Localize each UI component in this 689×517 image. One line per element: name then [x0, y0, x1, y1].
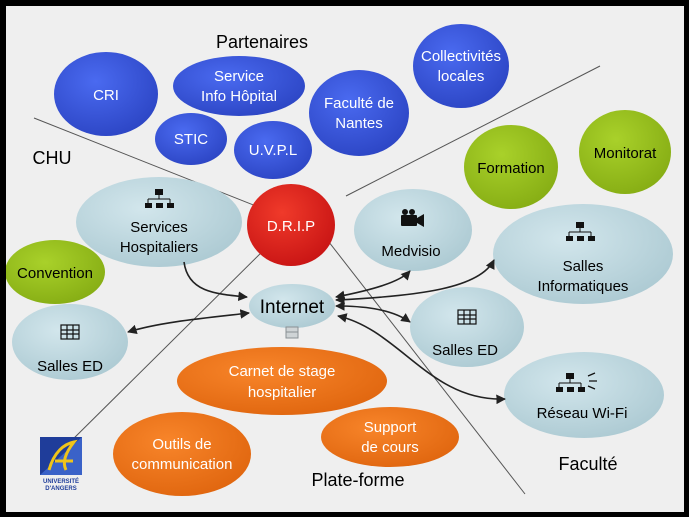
- zone-label-chu: CHU: [33, 148, 72, 168]
- svg-text:Info Hôpital: Info Hôpital: [201, 88, 277, 105]
- svg-text:Monitorat: Monitorat: [594, 145, 657, 162]
- node-outils-communication: Outils de communication: [113, 412, 251, 496]
- svg-text:Faculté de: Faculté de: [324, 95, 394, 112]
- svg-text:communication: communication: [132, 456, 233, 473]
- link-salles-informatiques: [335, 259, 495, 305]
- svg-text:Nantes: Nantes: [335, 115, 383, 132]
- wifi-network-icon: [556, 372, 597, 392]
- svg-text:Salles ED: Salles ED: [37, 358, 103, 375]
- svg-text:Outils de: Outils de: [152, 436, 211, 453]
- node-faculte-nantes: Faculté de Nantes: [309, 70, 409, 156]
- node-salles-ed-left: Salles ED: [12, 304, 128, 380]
- node-medvisio: Medvisio: [354, 189, 472, 271]
- svg-text:Services: Services: [130, 219, 188, 236]
- network-icon: [145, 189, 174, 208]
- node-internet: Internet: [249, 284, 335, 328]
- svg-text:Convention: Convention: [17, 265, 93, 282]
- link-medvisio: [335, 270, 411, 301]
- svg-text:Réseau Wi-Fi: Réseau Wi-Fi: [537, 405, 628, 422]
- node-service-info-hopital: Service Info Hôpital: [173, 56, 305, 116]
- svg-text:Salles: Salles: [563, 258, 604, 275]
- link-reseau-wifi: [337, 313, 506, 405]
- svg-text:U.V.P.L: U.V.P.L: [249, 142, 297, 159]
- svg-text:Hospitaliers: Hospitaliers: [120, 239, 198, 256]
- node-services-hospitaliers: Services Hospitaliers: [76, 177, 242, 267]
- svg-text:D.R.I.P: D.R.I.P: [267, 218, 315, 235]
- node-monitorat: Monitorat: [579, 110, 671, 194]
- link-salles-ed-right: [335, 301, 411, 323]
- network-icon: [566, 222, 595, 241]
- zone-label-faculte: Faculté: [558, 454, 617, 474]
- svg-text:Service: Service: [214, 68, 264, 85]
- svg-text:Collectivités: Collectivités: [421, 48, 501, 65]
- node-reseau-wifi: Réseau Wi-Fi: [504, 352, 664, 438]
- zone-label-partenaires: Partenaires: [216, 32, 308, 52]
- svg-text:Salles ED: Salles ED: [432, 342, 498, 359]
- svg-text:Carnet de stage: Carnet de stage: [229, 363, 336, 380]
- node-cri: CRI: [54, 52, 158, 136]
- svg-text:Internet: Internet: [260, 297, 325, 318]
- link-salles-ed-left: [127, 309, 250, 335]
- node-convention: Convention: [6, 240, 105, 304]
- node-salles-ed-right: Salles ED: [410, 287, 524, 367]
- svg-text:locales: locales: [438, 68, 485, 85]
- svg-text:STIC: STIC: [174, 131, 208, 148]
- node-support-de-cours: Support de cours: [321, 407, 459, 467]
- node-collectivites-locales: Collectivités locales: [413, 24, 509, 108]
- universite-angers-logo: UNIVERSITÉ D'ANGERS: [40, 437, 82, 492]
- network-diagram: Partenaires CHU Faculté Plate-forme CRI …: [6, 24, 673, 496]
- svg-text:Informatiques: Informatiques: [538, 278, 629, 295]
- svg-text:CRI: CRI: [93, 87, 119, 104]
- svg-text:UNIVERSITÉ: UNIVERSITÉ: [43, 477, 79, 485]
- connector-internet-carnet: [285, 326, 299, 339]
- node-formation: Formation: [464, 125, 558, 209]
- grid-icon: [60, 324, 80, 340]
- node-salles-informatiques: Salles Informatiques: [493, 204, 673, 304]
- connections: [127, 259, 506, 405]
- zone-label-plateforme: Plate-forme: [311, 470, 404, 490]
- node-uvpl: U.V.P.L: [234, 121, 312, 179]
- node-drip: D.R.I.P: [247, 184, 335, 266]
- link-services-hospitaliers: [183, 261, 248, 301]
- svg-text:de cours: de cours: [361, 439, 419, 456]
- svg-text:Medvisio: Medvisio: [381, 243, 440, 260]
- node-carnet-de-stage: Carnet de stage hospitalier: [177, 347, 387, 415]
- svg-text:D'ANGERS: D'ANGERS: [45, 486, 76, 492]
- node-stic: STIC: [155, 113, 227, 165]
- slide: Partenaires CHU Faculté Plate-forme CRI …: [6, 6, 684, 512]
- svg-text:hospitalier: hospitalier: [248, 384, 316, 401]
- svg-text:Formation: Formation: [477, 160, 545, 177]
- video-camera-icon: [401, 209, 424, 227]
- svg-text:Support: Support: [364, 419, 417, 436]
